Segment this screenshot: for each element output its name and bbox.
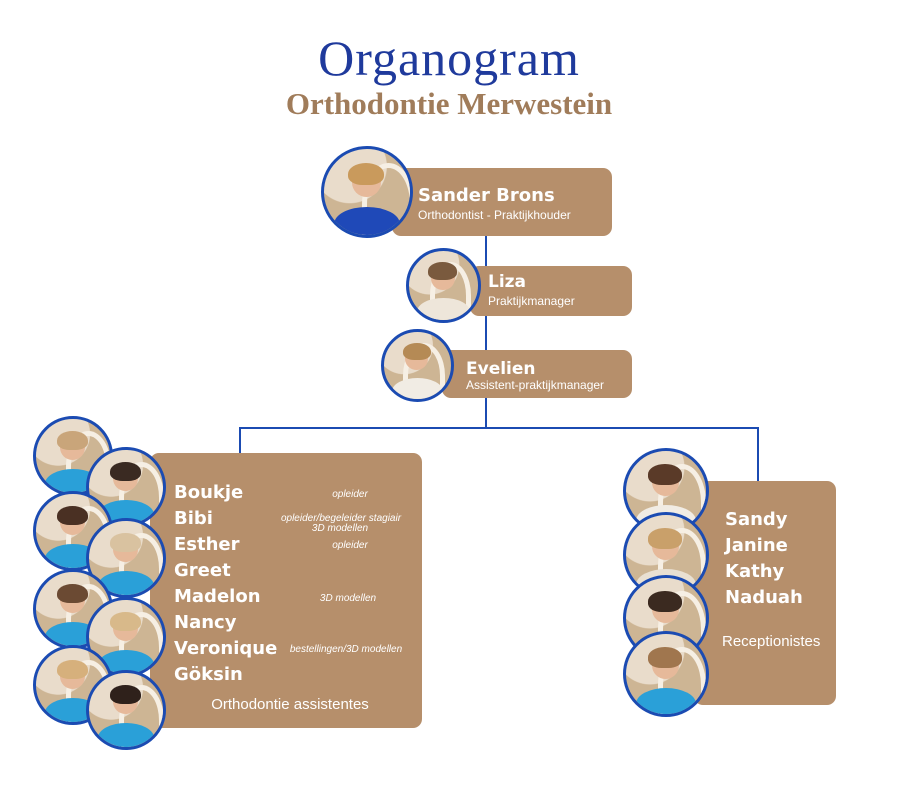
reception-group-label: Receptionistes xyxy=(722,633,821,650)
connector-left-drop xyxy=(239,427,241,453)
assistant-note: 3D modellen xyxy=(311,523,369,534)
assistants-group-label: Orthodontie assistentes xyxy=(211,696,369,713)
assistant-name: Veronique xyxy=(174,638,278,659)
connector-assistant-manager-down xyxy=(485,398,487,428)
owner-name: Sander Brons xyxy=(418,185,555,206)
assistant-manager-name: Evelien xyxy=(466,359,536,379)
assistant-name: Madelon xyxy=(174,586,261,607)
manager-name: Liza xyxy=(488,272,527,292)
manager-role: Praktijkmanager xyxy=(488,294,575,308)
owner-card: Sander Brons Orthodontist - Praktijkhoud… xyxy=(392,168,612,236)
receptionist-name: Sandy xyxy=(725,509,788,530)
assistant-note: bestellingen/3D modellen xyxy=(289,644,403,655)
manager-photo xyxy=(406,248,481,323)
owner-role: Orthodontist - Praktijkhouder xyxy=(418,208,571,222)
receptionist-photo xyxy=(623,631,709,717)
connector-manager-to-assistant-manager xyxy=(485,316,487,352)
page-subtitle: Orthodontie Merwestein xyxy=(285,86,613,121)
assistant-name: Bibi xyxy=(174,508,213,529)
assistant-note: 3D modellen xyxy=(319,593,377,604)
assistant-name: Nancy xyxy=(174,612,237,633)
page-title: Organogram xyxy=(318,30,580,86)
assistant-manager-photo xyxy=(381,329,454,402)
assistant-note: opleider xyxy=(332,540,368,551)
manager-card: Liza Praktijkmanager xyxy=(470,266,632,316)
assistant-photo xyxy=(86,518,166,598)
reception-card: Sandy Janine Kathy Naduah Receptionistes xyxy=(694,481,836,705)
assistant-name: Boukje xyxy=(174,482,244,503)
assistant-note: opleider xyxy=(332,489,368,500)
connector-owner-to-manager xyxy=(485,236,487,268)
assistant-name: Esther xyxy=(174,534,240,555)
receptionist-name: Kathy xyxy=(725,561,785,582)
assistant-manager-role: Assistent-praktijkmanager xyxy=(466,378,605,392)
connector-right-drop xyxy=(757,427,759,481)
assistant-photo xyxy=(86,670,166,750)
receptionist-name: Janine xyxy=(725,535,788,556)
receptionist-name: Naduah xyxy=(725,587,803,608)
receptionist-photo xyxy=(623,512,709,598)
assistant-name: Göksin xyxy=(174,664,243,685)
assistant-note: opleider/begeleider stagiair xyxy=(280,513,402,524)
assistant-name: Greet xyxy=(174,560,231,581)
connector-horizontal xyxy=(239,427,759,429)
assistant-manager-card: Evelien Assistent-praktijkmanager xyxy=(442,350,632,398)
owner-photo xyxy=(321,146,413,238)
assistants-card: Boukje Bibi Esther Greet Madelon Nancy V… xyxy=(150,453,422,728)
